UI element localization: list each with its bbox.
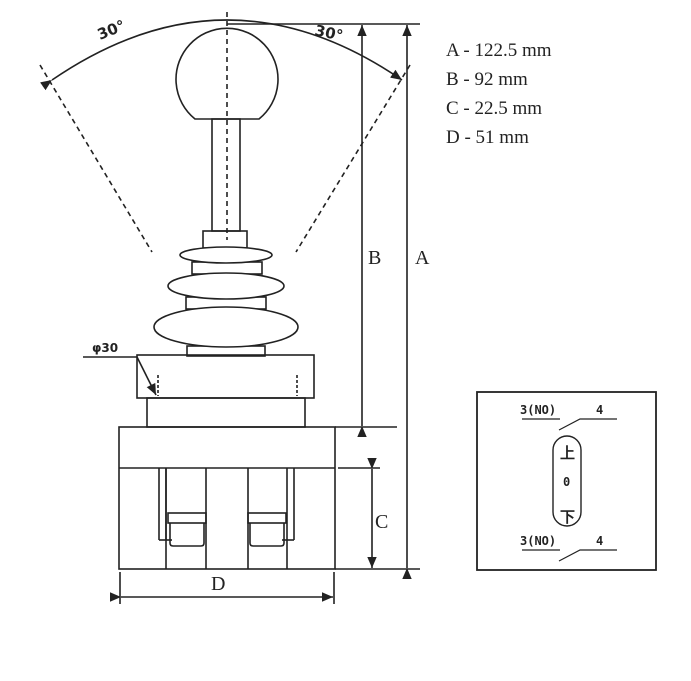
dim-b-label: B [368,247,381,269]
dimension-a: A - 122.5 mm [446,40,552,61]
top-terminal-left: 3(NO) [520,403,556,417]
dimension-c: C - 22.5 mm [446,98,543,119]
swing-arc [40,19,403,91]
position-center: 0 [563,475,570,489]
terminal-left [158,468,207,569]
contact-schematic [476,391,657,571]
top-terminal-right: 4 [596,403,603,417]
neck-block [202,230,248,249]
bellows-ring-middle [167,272,285,300]
position-down: 下 [560,508,575,526]
dimension-legend: A - 122.5 mm B - 92 mm C - 22.5 mm D - 5… [446,36,552,152]
bottom-terminal-left: 3(NO) [520,534,556,548]
position-up: 上 [560,444,575,462]
switch-body [118,426,336,570]
terminal-right [247,468,295,569]
left-limit-line [39,64,153,253]
collar [146,397,306,428]
right-limit-line [295,64,411,253]
bellows-ring-bottom [153,306,299,348]
angle-right-label: 30° [313,21,344,45]
diameter-label: φ30 [92,341,118,355]
dim-c-label: C [375,511,388,533]
bottom-terminal-right: 4 [596,534,603,548]
dimension-b: B - 92 mm [446,69,528,90]
angle-left-label: 30° [95,16,128,43]
joystick-stem [211,118,241,232]
joystick-ball [175,27,279,120]
dimension-d: D - 51 mm [446,127,529,148]
dim-a-label: A [415,247,430,269]
dim-d-label: D [211,573,225,595]
bellows-ring-top [179,246,273,264]
mounting-ring [136,354,315,399]
